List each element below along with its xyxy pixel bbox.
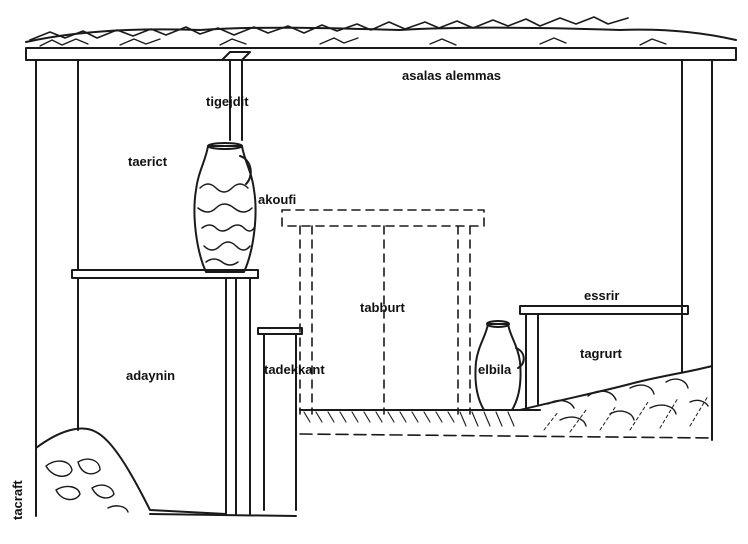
label-ledge: tagrurt [580,346,623,361]
low-wall [257,327,303,511]
small-jar [474,320,525,411]
left-rocks [35,427,297,517]
label-loom-frame: tabburt [360,300,405,315]
platform-top-shelf [71,269,259,279]
roof-thatch [25,16,737,47]
label-small-jar: elbila [478,362,512,377]
label-platform: adaynin [126,368,175,383]
bench [519,305,689,411]
tall-jar [193,142,257,273]
right-outer-wall [681,59,713,373]
label-tall-jar: akoufi [258,192,296,207]
roof-beam [25,47,737,61]
left-outer-wall [35,59,79,449]
label-roof-beam: asalas alemmas [402,68,501,83]
left-platform [77,277,251,515]
floor [299,409,713,439]
right-rocks [519,365,713,441]
loom-frame [281,209,485,415]
label-wall-niche: taerict [128,154,168,169]
label-corner: tacraft [10,480,25,520]
label-gutter: tigejdit [206,94,249,109]
gutter-pipe [221,51,251,141]
label-low-wall: tadekkant [264,362,325,377]
label-bench: essrir [584,288,619,303]
